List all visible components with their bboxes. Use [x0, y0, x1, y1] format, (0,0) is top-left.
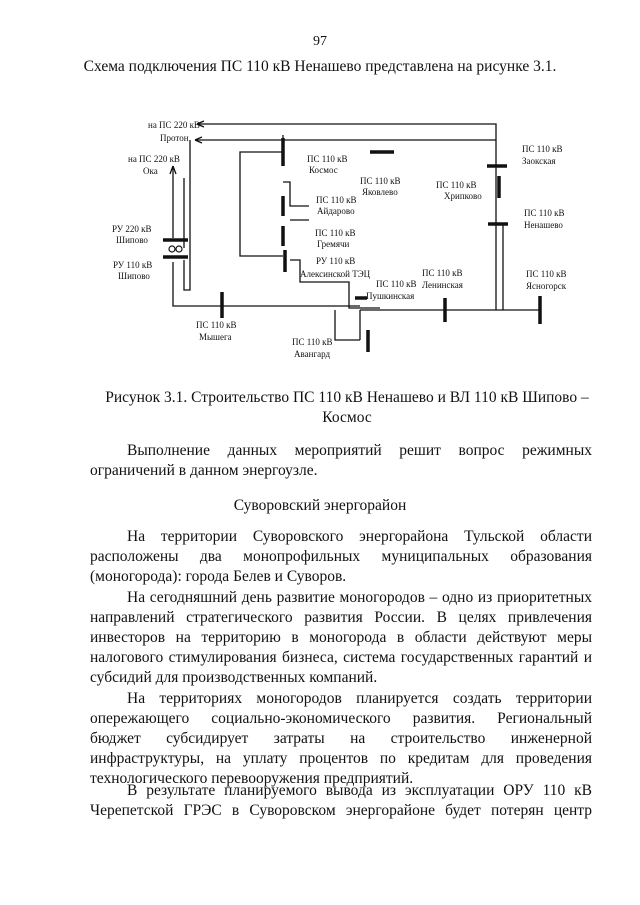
diagram-label-ru220-2: Шипово [116, 235, 148, 245]
arrow-oka [194, 136, 203, 144]
line-aleks [290, 259, 380, 309]
diagram-label-ru110-2: Шипово [118, 271, 150, 281]
diagram-label-pushkinskaya-2: Пушкинская [366, 291, 414, 301]
diagram-label-aidarovo-1: ПС 110 кВ [316, 195, 357, 205]
diagram-label-to-proton-2: Протон [160, 133, 189, 143]
diagram-label-gremyachi-2: Гремячи [317, 239, 349, 249]
line-kosmos-aidarovo2 [283, 181, 309, 207]
diagram-label-to-oka-1: на ПС 220 кВ [128, 154, 180, 164]
diagram-label-ru110-1: РУ 110 кВ [113, 260, 152, 270]
paragraph-5: В результате планируемого вывода из эксп… [90, 782, 592, 819]
diagram-label-to-proton-1: на ПС 220 кВ [148, 120, 200, 130]
diagram-label-avangard-1: ПС 110 кВ [292, 337, 333, 347]
diagram-label-yasnogorsk-1: ПС 110 кВ [526, 269, 567, 279]
arrow-oka-up [169, 165, 177, 175]
paragraph-3: На сегодняшний день развитие моногородов… [90, 589, 592, 686]
line-myshega [172, 262, 360, 307]
line-proton [197, 123, 497, 175]
arrow-proton [196, 120, 205, 128]
diagram-label-zaokskaya-1: ПС 110 кВ [522, 144, 563, 154]
paragraph-4: На территориях моногородов планируется с… [90, 690, 592, 787]
diagram-label-to-oka-2: Ока [143, 166, 158, 176]
diagram-label-nenashevo-1: ПС 110 кВ [524, 208, 565, 218]
paragraph-2: На территории Суворовского энергорайона … [90, 528, 592, 585]
diagram-label-gremyachi-1: ПС 110 кВ [315, 228, 356, 238]
diagram-label-yakovlevo-2: Яковлево [362, 187, 398, 197]
diagram-label-aleks-2: Алексинской ТЭЦ [300, 269, 371, 279]
diagram-label-leninskaya-2: Ленинская [422, 280, 463, 290]
diagram-label-avangard-2: Авангард [294, 349, 331, 359]
diagram-label-yasnogorsk-2: Ясногорск [526, 281, 567, 291]
page-number: 97 [313, 34, 327, 49]
connection-diagram: на ПС 220 кВ Протон на ПС 220 кВ Ока РУ … [112, 120, 567, 359]
diagram-label-zaokskaya-2: Заокская [522, 156, 556, 166]
diagram-label-khrypkovo-1: ПС 110 кВ [436, 180, 477, 190]
figure-caption: Рисунок 3.1. Строительство ПС 110 кВ Нен… [105, 389, 589, 426]
paragraph-1: Выполнение данных мероприятий решит вопр… [90, 442, 592, 479]
line-pushk-avangard [334, 310, 360, 341]
diagram-label-aleks-1: РУ 110 кВ [316, 256, 355, 266]
diagram-label-pushkinskaya-1: ПС 110 кВ [376, 279, 417, 289]
transformer-2 [175, 245, 183, 253]
diagram-label-kosmos-2: Космос [309, 165, 338, 175]
diagram-label-ru220-1: РУ 220 кВ [112, 224, 152, 234]
line-kosmos-aidarovo [239, 151, 283, 257]
diagram-label-myshega-1: ПС 110 кВ [196, 320, 237, 330]
section-heading: Суворовский энергорайон [233, 497, 407, 514]
intro-sentence: Схема подключения ПС 110 кВ Ненашево пре… [83, 58, 557, 75]
diagram-label-aidarovo-2: Айдарово [317, 206, 355, 216]
diagram-label-leninskaya-1: ПС 110 кВ [422, 268, 463, 278]
diagram-label-kosmos-1: ПС 110 кВ [307, 154, 348, 164]
diagram-label-myshega-2: Мышега [199, 332, 232, 342]
transformer-1 [168, 245, 176, 253]
diagram-label-khrypkovo-2: Хрипково [444, 191, 482, 201]
diagram-label-nenashevo-2: Ненашево [524, 220, 563, 230]
line-shipovo-kosmos [183, 140, 191, 291]
diagram-label-yakovlevo-1: ПС 110 кВ [360, 176, 401, 186]
